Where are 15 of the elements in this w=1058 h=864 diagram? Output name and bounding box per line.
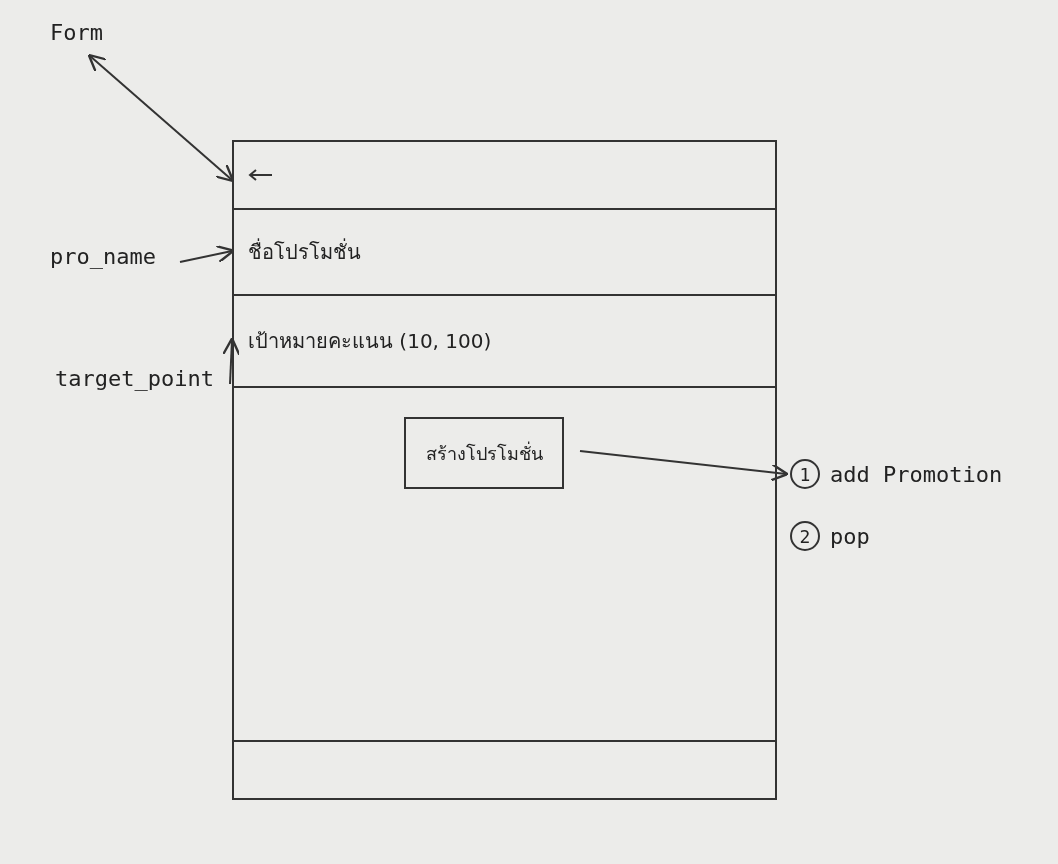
create-button: สร้างโปรโมชั่น (404, 417, 564, 489)
arrow (179, 244, 235, 263)
annotation-text: Form (50, 20, 130, 56)
step-text: add Promotion (830, 461, 1003, 487)
name-field: ชื่อโปรโมชั่น (234, 210, 775, 296)
step-text: pop (830, 523, 870, 549)
callout-number: 2 (790, 521, 820, 551)
annotation-text: target_point (55, 366, 230, 402)
target-field: เป้าหมายคะแนน (10, 100) (234, 296, 775, 388)
phone-screen (232, 140, 777, 800)
annotation-text: pro_name (50, 244, 180, 280)
arrow (222, 337, 241, 385)
arrow (87, 53, 235, 183)
arrow (579, 450, 789, 482)
callout-number: 1 (790, 459, 820, 489)
